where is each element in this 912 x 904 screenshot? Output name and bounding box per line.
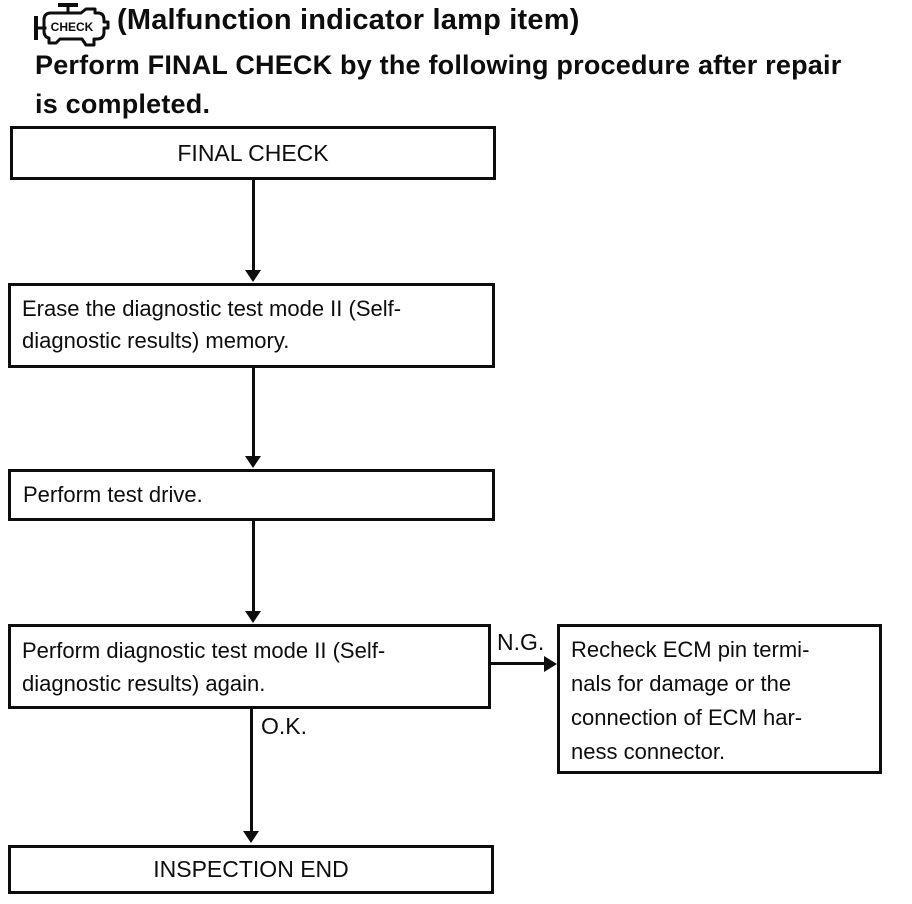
arrowhead-right-icon	[544, 656, 557, 672]
arrowhead-down-icon	[245, 611, 261, 623]
arrowhead-down-icon	[245, 456, 261, 468]
flow-node-erase-memory: Erase the diagnostic test mode II (Self-…	[8, 283, 495, 368]
page-title: (Malfunction indicator lamp item)	[117, 4, 580, 36]
flow-node-test-drive: Perform test drive.	[8, 469, 495, 521]
flow-node-final-check: FINAL CHECK	[10, 126, 496, 180]
check-engine-icon-label: CHECK	[51, 20, 94, 34]
flow-node-diagnostic-again: Perform diagnostic test mode II (Self- d…	[8, 624, 491, 709]
connector-ok-branch	[250, 707, 253, 832]
connector-final-to-erase	[252, 179, 255, 271]
flow-node-inspection-end: INSPECTION END	[8, 845, 494, 894]
branch-label-ok: O.K.	[261, 713, 308, 739]
connector-ng-branch	[489, 662, 544, 665]
arrowhead-down-icon	[243, 831, 259, 843]
instruction-text: Perform FINAL CHECK by the following pro…	[35, 50, 842, 119]
connector-testdrive-to-diagnostic	[252, 519, 255, 612]
branch-label-ng: N.G.	[497, 629, 545, 655]
arrowhead-down-icon	[245, 270, 261, 282]
connector-erase-to-testdrive	[252, 367, 255, 457]
flow-node-recheck-ecm: Recheck ECM pin termi- nals for damage o…	[557, 624, 882, 774]
check-engine-icon: CHECK	[31, 1, 115, 48]
